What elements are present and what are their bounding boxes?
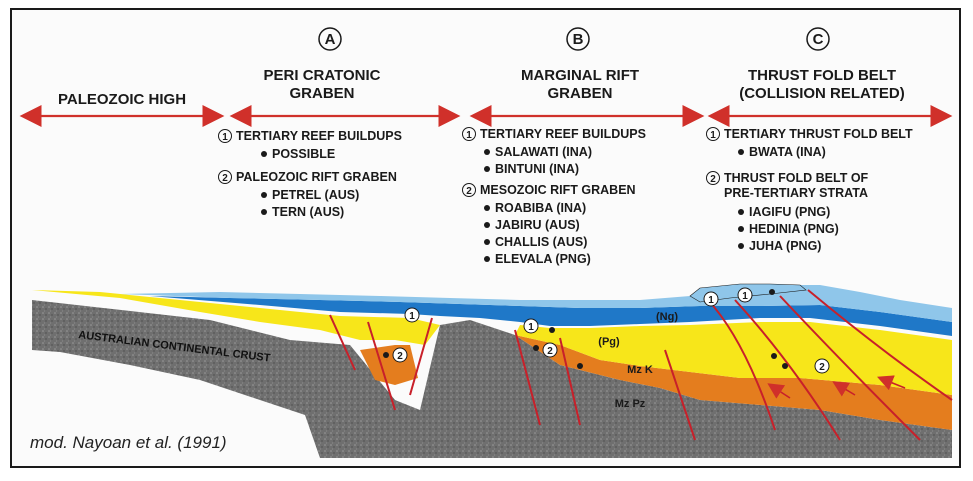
column-a-letter: A	[325, 31, 336, 48]
header-peri-cratonic-1: PERI CRATONIC	[264, 67, 381, 84]
column-a-list: 1 TERTIARY REEF BUILDUPS POSSIBLE 2 PALE…	[218, 129, 402, 219]
col-a-item1: TERTIARY REEF BUILDUPS	[236, 129, 402, 143]
column-b-list: 1 TERTIARY REEF BUILDUPS SALAWATI (INA) …	[462, 127, 646, 266]
section-markers: 1 2 1 2 1 1 2	[383, 287, 830, 374]
bullet-icon	[484, 222, 490, 228]
col-c-item2-sub: JUHA (PNG)	[749, 239, 821, 253]
col-b-item1-sub: SALAWATI (INA)	[495, 145, 592, 159]
header-thrust-fold-belt-2: (COLLISION RELATED)	[739, 85, 905, 102]
bullet-icon	[261, 151, 267, 157]
credit-text: mod. Nayoan et al. (1991)	[30, 433, 227, 452]
bullet-icon	[484, 256, 490, 262]
col-b-item2-sub: CHALLIS (AUS)	[495, 235, 587, 249]
svg-text:1: 1	[466, 130, 472, 141]
col-c-item2-sub: HEDINIA (PNG)	[749, 222, 839, 236]
header-marginal-rift-1: MARGINAL RIFT	[521, 67, 639, 84]
bullet-icon	[738, 209, 744, 215]
svg-text:1: 1	[528, 322, 534, 333]
svg-text:2: 2	[222, 173, 228, 184]
svg-text:2: 2	[397, 351, 403, 362]
column-a-marker: A	[318, 27, 342, 51]
svg-text:2: 2	[819, 362, 825, 373]
column-c-letter: C	[813, 31, 824, 48]
col-a-item1-sub: POSSIBLE	[272, 147, 335, 161]
col-c-item1: TERTIARY THRUST FOLD BELT	[724, 127, 913, 141]
svg-text:1: 1	[222, 132, 228, 143]
column-c-list: 1 TERTIARY THRUST FOLD BELT BWATA (INA) …	[706, 127, 913, 253]
bullet-icon	[738, 243, 744, 249]
bullet-icon	[484, 239, 490, 245]
col-b-item2-sub: ELEVALA (PNG)	[495, 252, 591, 266]
column-b-marker: B	[566, 27, 590, 51]
svg-text:1: 1	[742, 291, 748, 302]
svg-text:2: 2	[710, 174, 716, 185]
geologic-cross-section: (Ng) (Pg) Mz K Mz Pz 1 2 1 2 1 1 2	[32, 283, 953, 458]
col-a-item2-sub: TERN (AUS)	[272, 205, 344, 219]
col-c-item2-sub: IAGIFU (PNG)	[749, 205, 830, 219]
bullet-icon	[738, 226, 744, 232]
label-pg: (Pg)	[598, 336, 620, 348]
col-c-item2-line1: THRUST FOLD BELT OF	[724, 171, 869, 185]
layer-mz-pz	[515, 335, 952, 430]
column-b-letter: B	[573, 31, 584, 48]
bullet-icon	[261, 209, 267, 215]
bullet-icon	[484, 149, 490, 155]
col-b-item2: MESOZOIC RIFT GRABEN	[480, 183, 636, 197]
bullet-icon	[484, 166, 490, 172]
col-b-item2-sub: JABIRU (AUS)	[495, 218, 580, 232]
svg-text:2: 2	[547, 346, 553, 357]
col-a-item2-sub: PETREL (AUS)	[272, 188, 359, 202]
col-b-item2-sub: ROABIBA (INA)	[495, 201, 586, 215]
continental-crust	[32, 300, 952, 458]
thrust-direction-arrows	[767, 375, 906, 399]
svg-text:1: 1	[710, 130, 716, 141]
bullet-icon	[484, 205, 490, 211]
label-mz-pz: Mz Pz	[615, 398, 646, 410]
label-ng: (Ng)	[656, 311, 678, 323]
svg-text:2: 2	[466, 186, 472, 197]
col-c-item2-line2: PRE-TERTIARY STRATA	[724, 186, 868, 200]
header-marginal-rift-2: GRABEN	[547, 85, 612, 102]
svg-text:1: 1	[409, 311, 415, 322]
fault-lines	[329, 289, 953, 441]
header-peri-cratonic-2: GRABEN	[289, 85, 354, 102]
col-b-item1: TERTIARY REEF BUILDUPS	[480, 127, 646, 141]
col-b-item1-sub: BINTUNI (INA)	[495, 162, 579, 176]
column-c-marker: C	[806, 27, 830, 51]
bullet-icon	[261, 192, 267, 198]
layer-mz-k	[515, 322, 952, 395]
col-c-item1-sub: BWATA (INA)	[749, 145, 826, 159]
svg-text:1: 1	[708, 295, 714, 306]
header-paleozoic-high: PALEOZOIC HIGH	[58, 91, 186, 108]
bullet-icon	[738, 149, 744, 155]
label-mz-k: Mz K	[627, 364, 653, 376]
col-a-item2: PALEOZOIC RIFT GRABEN	[236, 170, 397, 184]
header-thrust-fold-belt-1: THRUST FOLD BELT	[748, 67, 896, 84]
